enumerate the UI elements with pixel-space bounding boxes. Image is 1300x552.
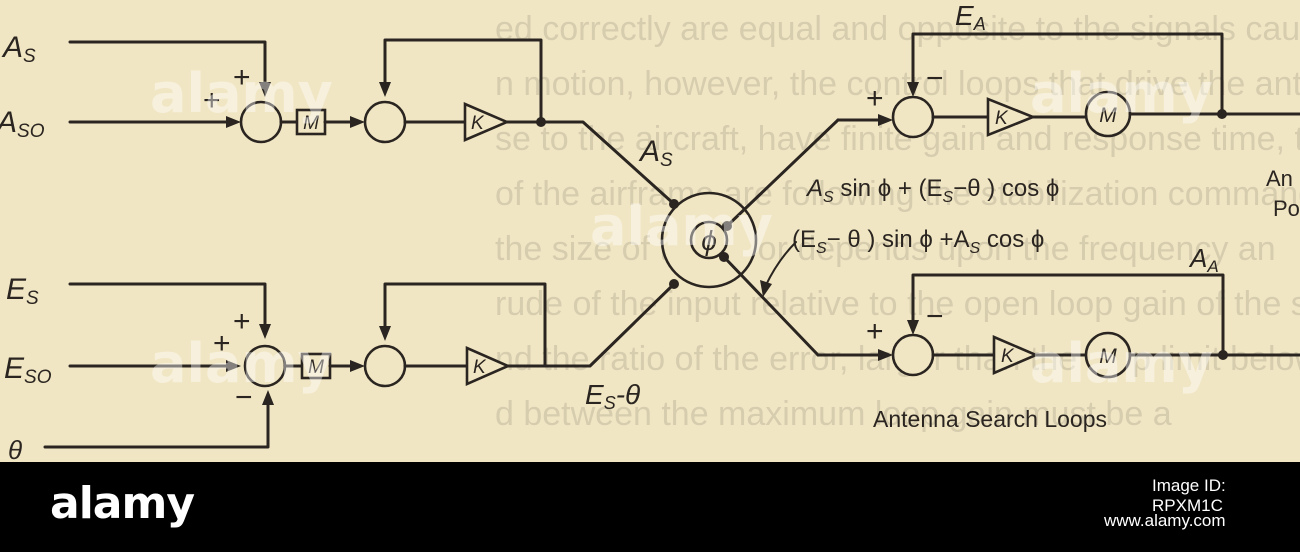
- label-as-signal: AS: [638, 135, 673, 171]
- feedback-loop-top-left: [383, 38, 543, 124]
- resolver-output-wire-top: [725, 118, 840, 228]
- background-text-line: the size of the error depends upon the f…: [495, 230, 1276, 268]
- theta-input-wire: [43, 401, 270, 449]
- background-text: ed correctly are equal and opposite to t…: [495, 10, 1300, 433]
- label-ea: EA: [955, 0, 986, 34]
- gain-amplifier-top-left: [463, 102, 511, 142]
- brand-logo: alamy: [50, 478, 195, 529]
- sign-plus-as: +: [233, 61, 251, 94]
- resolver-input-dot-top: [669, 199, 679, 209]
- search-sum-arrow-bottom: [878, 349, 893, 361]
- search-gain-amplifier-bottom: [992, 335, 1040, 375]
- background-text-line: n motion, however, the control loops tha…: [495, 65, 1300, 103]
- sign-minus-search-top: −: [926, 62, 944, 95]
- search-summing-junction-top: [891, 95, 935, 139]
- site-url-text: www.alamy.com: [1104, 511, 1226, 530]
- motor-to-sum2-arrow-bottom: [350, 360, 365, 372]
- label-theta: θ: [8, 435, 22, 462]
- resolver-input-dot-bottom: [669, 279, 679, 289]
- feedback-loop-ea: [911, 32, 1224, 116]
- sign-plus-eso: +: [213, 327, 231, 360]
- background-text-line: d between the maximum loop gain must be …: [495, 395, 1172, 433]
- caption-search-loops: Antenna Search Loops: [873, 406, 1107, 432]
- caption-cut-bottom: Po: [1273, 196, 1300, 221]
- sign-plus-es: +: [233, 305, 251, 338]
- bottom-left-chain: [43, 282, 676, 449]
- search-loop-top: [836, 32, 1300, 139]
- summing-junction-bottom-1: [243, 344, 287, 388]
- motor-label-top-right: M: [1099, 104, 1117, 127]
- resolver-label: ϕ: [701, 225, 717, 256]
- gain-amplifier-bottom-left: [465, 346, 512, 386]
- sign-minus-search-bottom: −: [926, 300, 944, 333]
- label-es-minus-theta: ES-θ: [585, 379, 640, 413]
- label-eso: ESO: [4, 352, 52, 388]
- label-es: ES: [6, 273, 39, 309]
- search-gain-amplifier-top: [986, 97, 1037, 137]
- resolver: [660, 118, 840, 357]
- motor-to-sum2-arrow-top: [350, 116, 365, 128]
- gain-label-bottom-right: K: [1001, 346, 1015, 367]
- equation-bottom: (ES− θ ) sin ϕ +AS cos ϕ: [792, 226, 1044, 257]
- es-input-arrow: [259, 324, 271, 339]
- motor-label-bottom-right: M: [1099, 345, 1117, 368]
- es-input-wire: [68, 282, 267, 328]
- es-minus-theta-signal-wire: [543, 282, 676, 368]
- summing-junction-top-2: [363, 100, 407, 144]
- resolver-rotor: [689, 220, 729, 260]
- background-text-line: of the airframe are following the stabil…: [495, 175, 1300, 213]
- block-diagram: ed correctly are equal and opposite to t…: [0, 0, 1300, 462]
- search-loop-bottom: [816, 273, 1300, 379]
- background-text-line: rude of the input relative to the open l…: [495, 285, 1300, 323]
- motor-block-bottom: [300, 352, 332, 380]
- feedback-loop-aa: [911, 273, 1225, 357]
- gain-label-bottom-left: K: [473, 357, 487, 378]
- resolver-output-wire-bottom: [722, 255, 820, 357]
- label-aso: ASO: [0, 106, 45, 142]
- motor-label-bottom: M: [308, 357, 324, 378]
- feedback-arrow-ea: [907, 82, 919, 97]
- label-pointer-line: [765, 241, 797, 286]
- gain-label-top-right: K: [995, 108, 1009, 129]
- as-signal-wire: [539, 120, 676, 206]
- feedback-loop-bottom-left: [383, 282, 547, 368]
- summing-junction-top-1: [239, 100, 283, 144]
- sign-plus-aso: +: [203, 84, 221, 117]
- caption-cut-top: An: [1266, 166, 1293, 191]
- feedback-arrow-bottom-left: [379, 326, 391, 341]
- summing-junction-bottom-2: [363, 344, 407, 388]
- search-summing-junction-bottom: [891, 333, 935, 377]
- aso-input-arrow: [226, 116, 241, 128]
- label-as: AS: [1, 31, 36, 67]
- motor-label-top: M: [303, 113, 319, 134]
- feedback-arrow-aa: [907, 320, 919, 335]
- sign-plus-search-bottom: +: [866, 315, 884, 348]
- image-id-text: Image ID: RPXM1C: [1152, 476, 1226, 515]
- top-left-chain: [68, 38, 676, 206]
- equation-top: AS sin ϕ + (ES−θ ) cos ϕ: [805, 175, 1059, 206]
- feedback-arrow-top-left: [379, 82, 391, 97]
- as-input-arrow: [259, 82, 271, 97]
- theta-input-arrow: [262, 390, 274, 405]
- sign-minus-theta: −: [235, 381, 253, 414]
- diagram-area: ed correctly are equal and opposite to t…: [0, 0, 1300, 462]
- label-aa: AA: [1188, 243, 1219, 276]
- search-sum-arrow-top: [878, 114, 893, 126]
- sign-plus-search-top: +: [866, 82, 884, 115]
- eso-input-arrow: [226, 360, 241, 372]
- label-pointer-arrow: [760, 280, 772, 297]
- as-input-wire: [68, 40, 267, 86]
- background-text-line: ed correctly are equal and opposite to t…: [495, 10, 1300, 48]
- stock-banner: [0, 462, 1300, 552]
- gain-label-top-left: K: [471, 113, 485, 134]
